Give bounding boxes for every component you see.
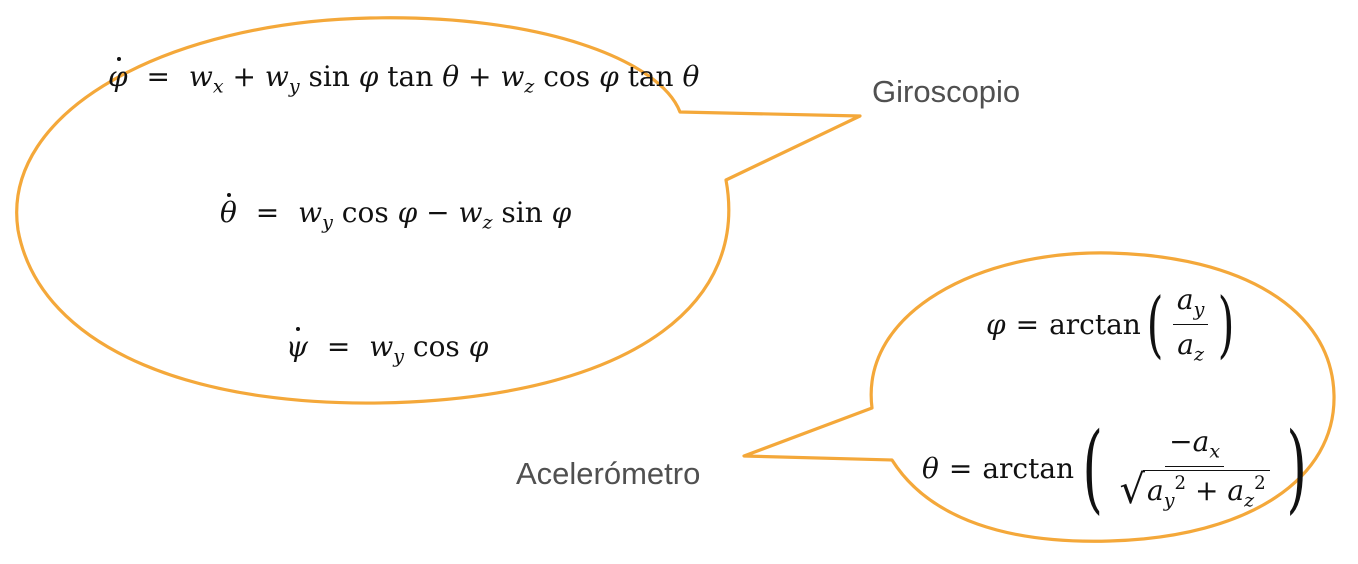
accel-equation-roll: φ = arctan ( ay az )	[986, 282, 1235, 366]
accelerometer-label: Acelerómetro	[516, 456, 701, 491]
yaw-rate-symbol: ψ	[286, 327, 308, 363]
pitch-rate-symbol: θ	[220, 193, 237, 229]
accel-pitch-fraction: −ax √ ay2 + az2	[1116, 425, 1274, 511]
accel-equation-pitch: θ = arctan ( −ax √ ay2 + az2 )	[922, 412, 1307, 524]
gyroscope-bubble-outline	[15, 16, 862, 405]
gyro-equation-yaw: ψ = wy cos φ	[286, 327, 489, 368]
gyro-equation-pitch: θ = wy cos φ − wz sin φ	[220, 193, 572, 234]
gyroscope-label: Giroscopio	[872, 74, 1021, 109]
square-root: √ ay2 + az2	[1120, 469, 1270, 511]
accel-roll-fraction: ay az	[1172, 283, 1209, 365]
roll-rate-symbol: φ	[108, 57, 128, 93]
accelerometer-bubble-outline	[742, 251, 1336, 543]
gyro-equation-roll: φ = wx + wy sin φ tan θ + wz cos φ tan θ	[108, 57, 700, 98]
